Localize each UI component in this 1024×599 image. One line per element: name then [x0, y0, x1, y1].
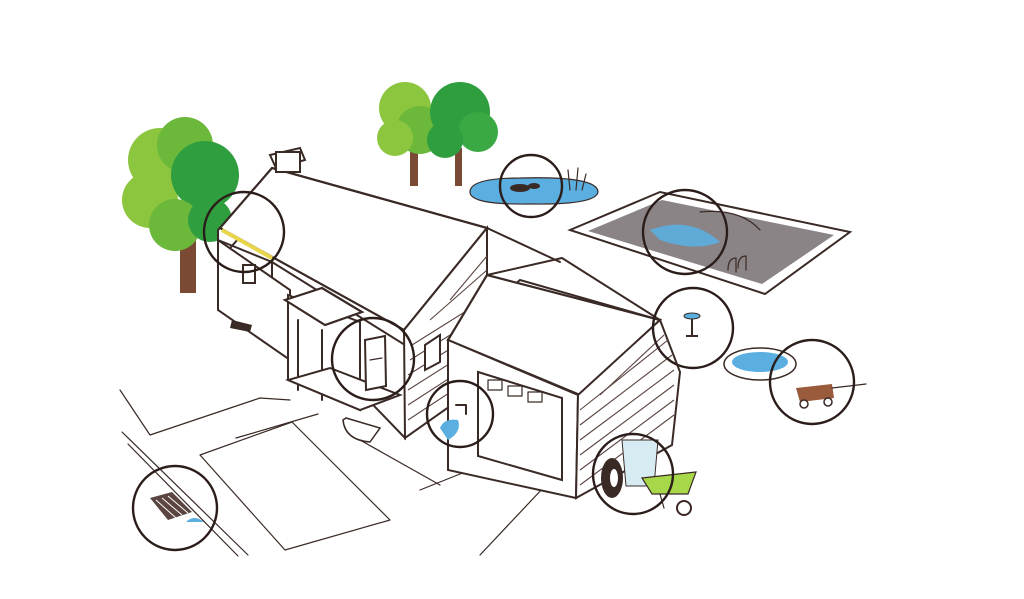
bird-bath-circle — [651, 286, 735, 370]
highlight-circles — [131, 153, 856, 552]
pond — [469, 167, 599, 205]
front-tree — [122, 117, 239, 293]
faucet-circle — [425, 379, 495, 449]
main-house — [217, 146, 561, 441]
back-trees — [377, 82, 498, 186]
window-circle — [330, 316, 416, 402]
swimming-pool — [567, 190, 853, 296]
tire-circle — [591, 432, 675, 516]
pond-circle — [498, 153, 564, 219]
yard-ground-lines — [119, 389, 561, 557]
wagon-circle — [768, 338, 856, 426]
pool-circle — [641, 188, 729, 276]
gutter-circle — [202, 190, 286, 274]
storm-drain-circle — [131, 464, 219, 552]
